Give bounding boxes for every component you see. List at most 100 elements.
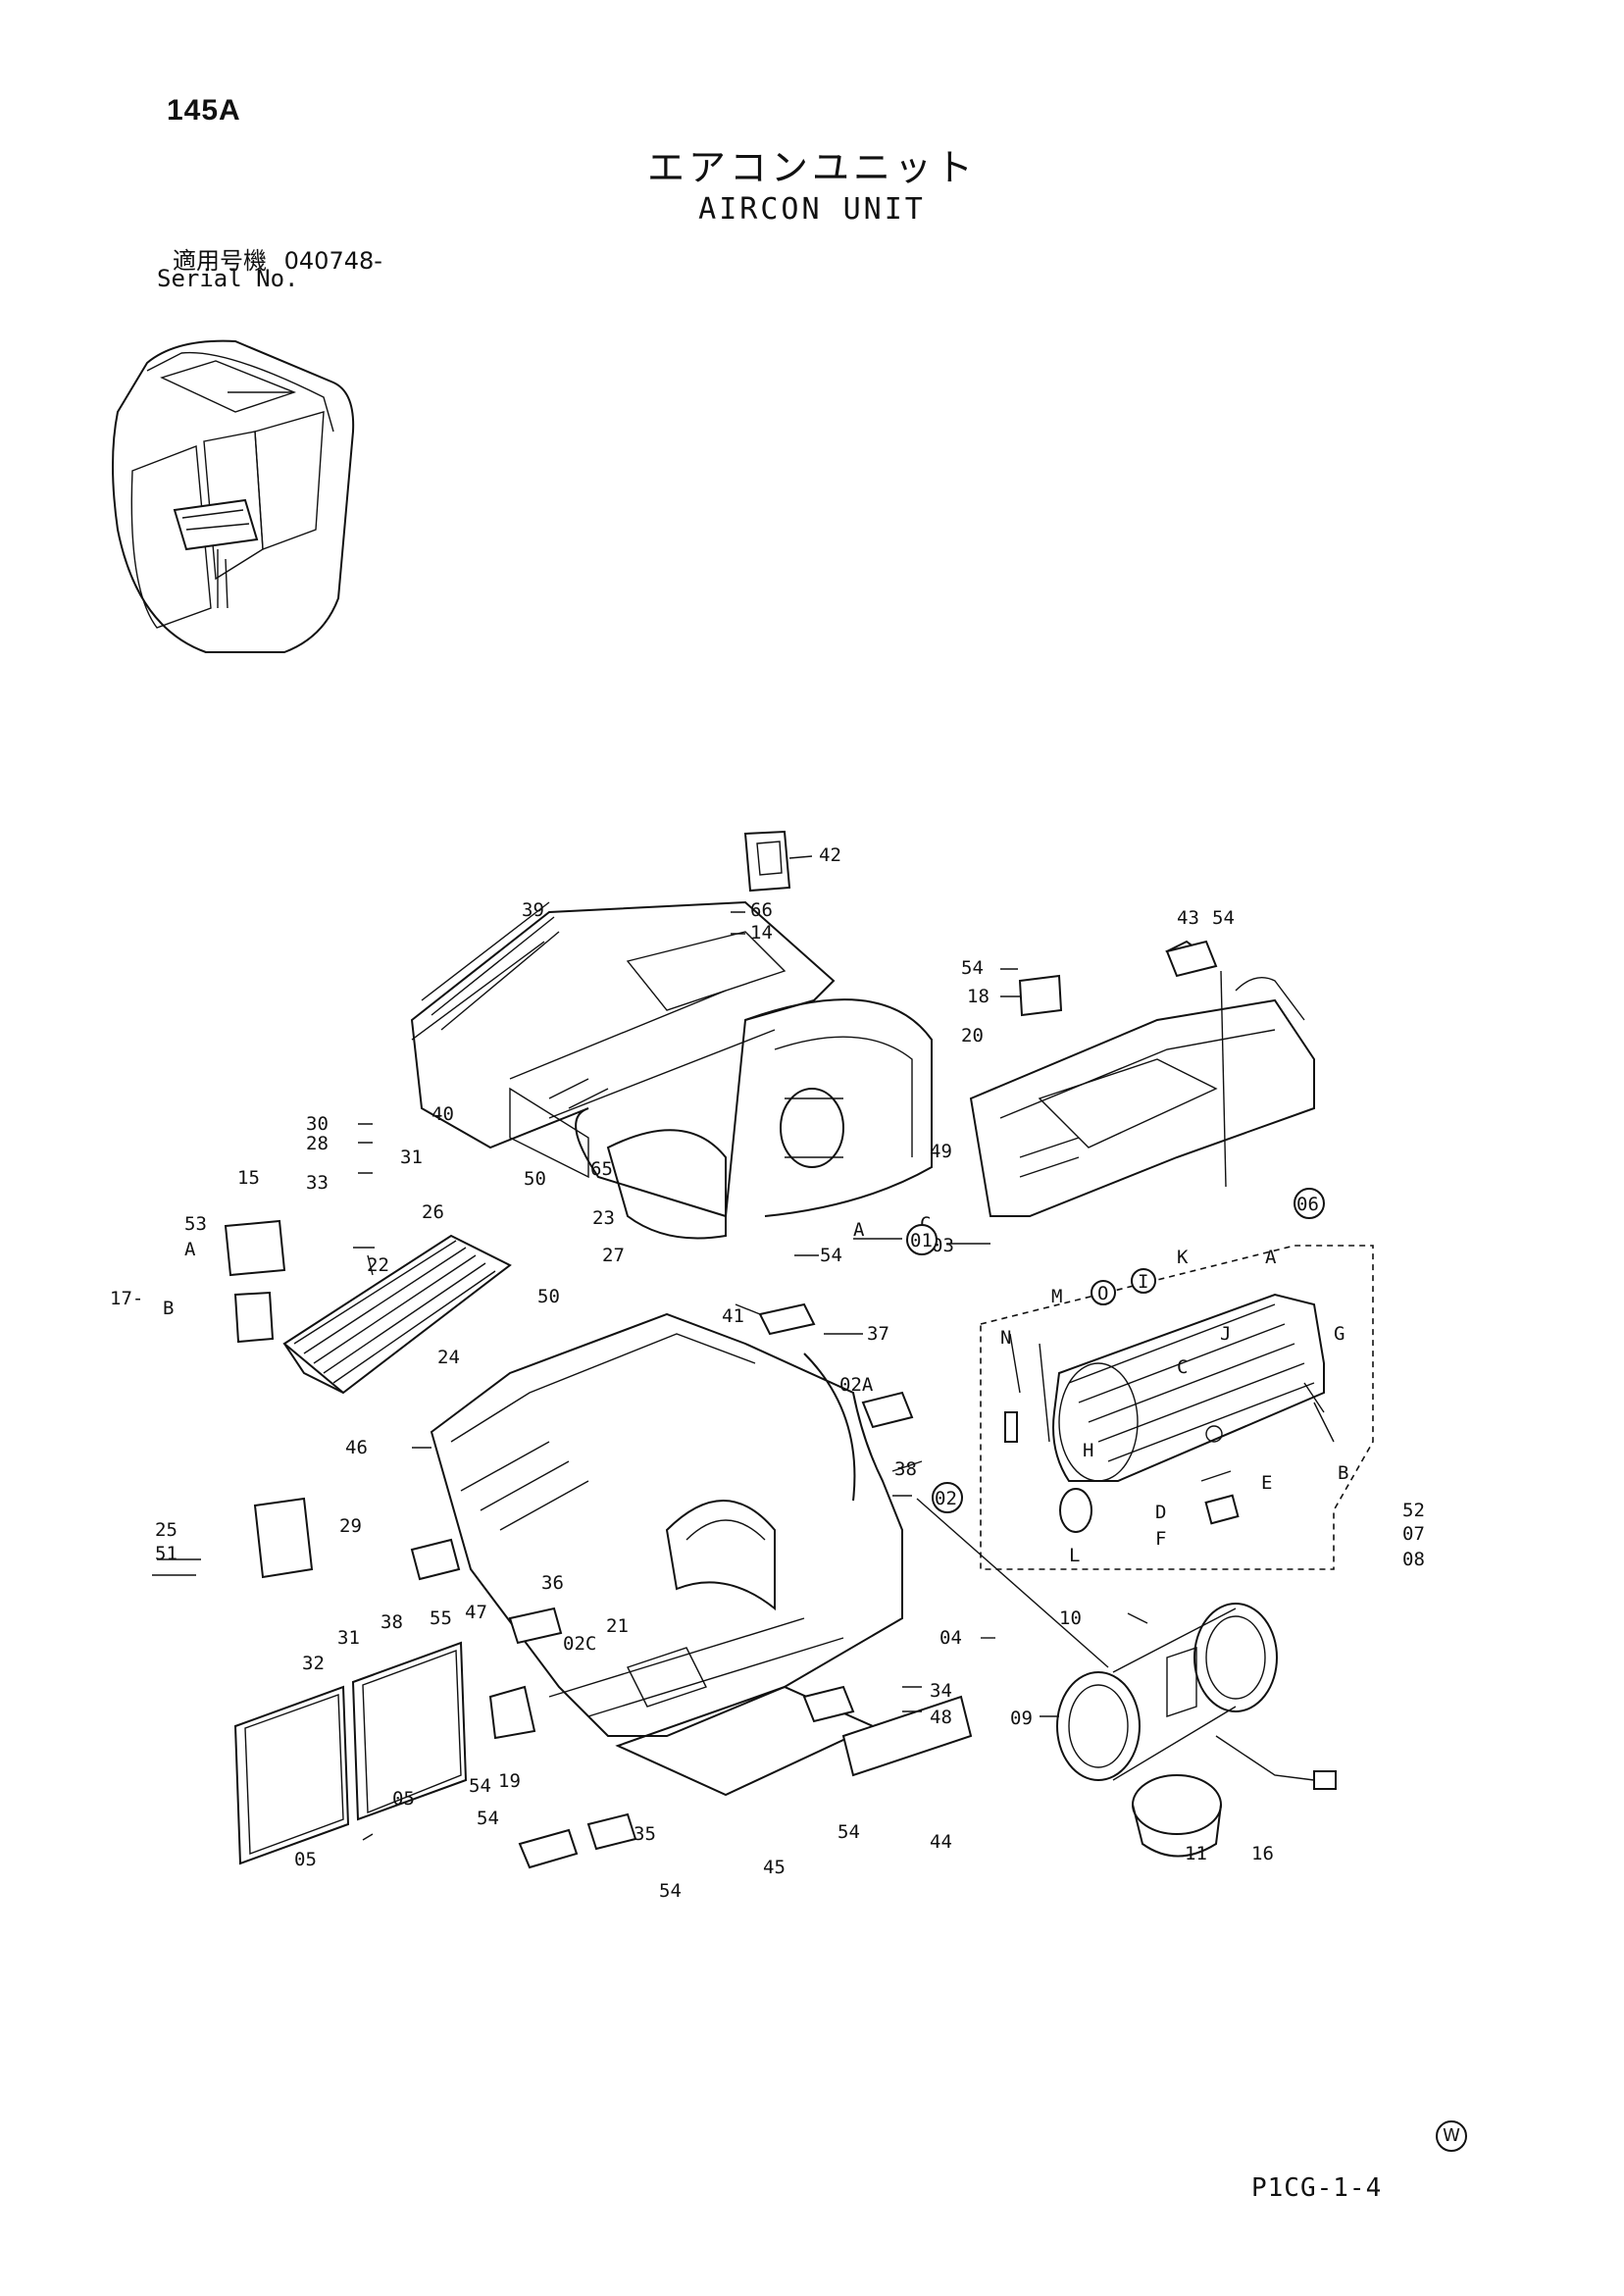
callout: 25 — [155, 1519, 178, 1541]
callout: 50 — [537, 1286, 560, 1307]
callout: 54 — [1212, 907, 1235, 929]
callout: 26 — [422, 1201, 444, 1223]
callout: 31 — [337, 1627, 360, 1649]
callout: 06 — [1296, 1194, 1319, 1215]
callout: 01 — [910, 1230, 933, 1251]
callout: 28 — [306, 1133, 329, 1154]
callout: 50 — [524, 1168, 546, 1190]
callout: 66 — [750, 899, 773, 921]
evaporator-assembly-06 — [980, 1245, 1374, 1570]
callout: J — [1220, 1323, 1231, 1345]
callout: 49 — [930, 1141, 952, 1162]
callout: I — [1138, 1271, 1148, 1293]
callout: 65 — [590, 1158, 613, 1180]
callout: 51 — [155, 1543, 178, 1564]
callout: A — [853, 1219, 865, 1241]
callout: 54 — [837, 1821, 860, 1843]
callout: 53 — [184, 1213, 207, 1235]
callout: 55 — [430, 1607, 452, 1629]
callout: 27 — [602, 1245, 625, 1266]
callout: B — [1338, 1462, 1348, 1484]
callout: 54 — [961, 957, 984, 979]
callout: 38 — [894, 1458, 917, 1480]
callout: 20 — [961, 1025, 984, 1046]
callout: 54 — [469, 1775, 491, 1797]
small-parts — [224, 830, 1218, 1869]
title-english: AIRCON UNIT — [698, 192, 926, 227]
callout: 15 — [237, 1167, 260, 1189]
upper-case-assembly — [410, 900, 933, 1240]
callout: F — [1155, 1528, 1166, 1550]
callout: B — [163, 1298, 174, 1319]
callout: 45 — [763, 1857, 786, 1878]
callout: 54 — [477, 1808, 499, 1829]
title-japanese: エアコンユニット — [646, 146, 977, 189]
callout: 02 — [935, 1488, 957, 1509]
callout: 38 — [381, 1611, 403, 1633]
callout: 24 — [437, 1347, 460, 1368]
callout: 14 — [750, 922, 773, 944]
callout: 41 — [722, 1305, 744, 1327]
callout: 46 — [345, 1437, 368, 1458]
callout: 37 — [867, 1323, 889, 1345]
callout: L — [1069, 1545, 1080, 1566]
callout: O — [1097, 1283, 1108, 1304]
leader-lines — [152, 855, 1227, 1841]
callout: E — [1261, 1472, 1272, 1494]
callout: 47 — [465, 1602, 487, 1623]
callout: 17- — [110, 1288, 143, 1309]
callout: M — [1051, 1286, 1062, 1307]
callout: 19 — [498, 1770, 521, 1792]
callout: 16 — [1251, 1843, 1274, 1864]
callout: 54 — [820, 1245, 842, 1266]
callout: 30 — [306, 1113, 329, 1135]
heater-core-22 — [282, 1234, 512, 1395]
callout: 32 — [302, 1653, 325, 1674]
callout: G — [1334, 1323, 1345, 1345]
filter-05 — [233, 1641, 468, 1865]
callout: 02C — [563, 1633, 596, 1655]
callout: 40 — [431, 1103, 454, 1125]
page-number: 145A — [167, 94, 241, 127]
lower-case-04 — [430, 1312, 903, 1737]
callout: 08 — [1402, 1549, 1425, 1570]
callout: 18 — [967, 986, 990, 1007]
callout: 43 — [1177, 907, 1199, 929]
callout: 07 — [1402, 1523, 1425, 1545]
corner-mark: W — [1436, 2120, 1467, 2152]
callout: 10 — [1059, 1607, 1082, 1629]
blower-motor-09 — [1056, 1603, 1337, 1858]
callout: 35 — [634, 1823, 656, 1845]
serial-label-jp-text: 適用号機 — [173, 247, 267, 275]
callout: 36 — [541, 1572, 564, 1594]
callout: 22 — [367, 1254, 389, 1276]
callout: 09 — [1010, 1708, 1033, 1729]
callout: 34 — [930, 1680, 952, 1702]
callout: 31 — [400, 1147, 423, 1168]
callout: 29 — [339, 1515, 362, 1537]
callout: 54 — [659, 1880, 682, 1902]
callout: A — [184, 1239, 196, 1260]
callout: 52 — [1402, 1500, 1425, 1521]
callout: 42 — [819, 844, 841, 866]
callout: K — [1177, 1247, 1189, 1268]
callout: A — [1265, 1247, 1277, 1268]
callout: 44 — [930, 1831, 952, 1853]
callout: 39 — [522, 899, 544, 921]
callout: 48 — [930, 1707, 952, 1728]
serial-value: 040748- — [283, 247, 382, 275]
callout: 04 — [939, 1627, 962, 1649]
callout: 33 — [306, 1172, 329, 1194]
callout: H — [1083, 1440, 1093, 1461]
callout: 21 — [606, 1615, 629, 1637]
document-code: P1CG-1-4 — [1251, 2173, 1383, 2203]
serial-label-jp: 適用号機 040748- — [173, 241, 382, 276]
callout: N — [1000, 1327, 1011, 1349]
callout: 02A — [839, 1374, 874, 1396]
serial-label-en: Serial No. — [157, 265, 299, 292]
callout: 11 — [1185, 1843, 1207, 1864]
callout: 23 — [592, 1207, 615, 1229]
callout: 05 — [392, 1788, 415, 1810]
callouts: 42 66 14 39 43 54 54 18 20 30 28 31 40 1… — [110, 844, 1425, 1902]
